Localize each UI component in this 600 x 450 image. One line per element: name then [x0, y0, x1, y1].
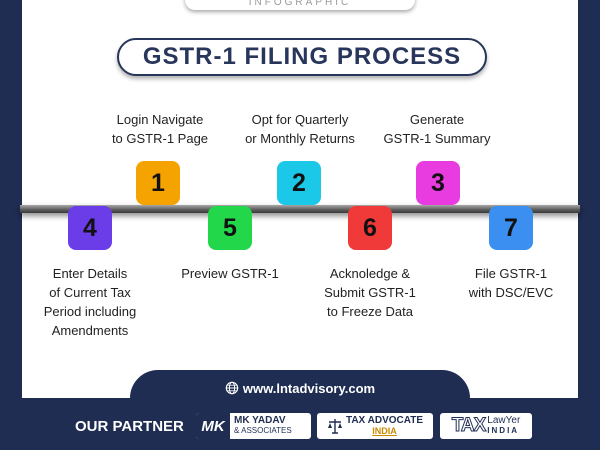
step-5-number: 5 — [223, 213, 237, 242]
website-text: www.lntadvisory.com — [242, 380, 376, 396]
step-3-label: Generate GSTR-1 Summary — [372, 110, 502, 148]
tax-lawyer-mark: TAX — [451, 415, 487, 437]
step-2-line-1: Opt for Quarterly — [251, 112, 349, 127]
step-6-line-1: Acknoledge & — [329, 266, 411, 281]
step-1-label: Login Navigate to GSTR-1 Page — [95, 110, 225, 148]
step-1-line-2: to GSTR-1 Page — [111, 131, 209, 146]
step-2-label: Opt for Quarterly or Monthly Returns — [232, 110, 368, 148]
mk-logo-mark: MK — [196, 413, 230, 439]
step-7-label: File GSTR-1 with DSC/EVC — [446, 264, 576, 302]
step-7-line-1: File GSTR-1 — [474, 266, 548, 281]
step-3-badge: 3 — [416, 161, 460, 205]
top-tab: INFOGRAPHIC — [185, 0, 415, 10]
tax-lawyer-line-1: LawYer — [487, 415, 521, 426]
step-5-label: Preview GSTR-1 — [165, 264, 295, 283]
tax-advocate-text: TAX ADVOCATE INDIA — [345, 415, 424, 437]
step-2-badge: 2 — [277, 161, 321, 205]
page-title: GSTR-1 FILING PROCESS — [117, 38, 487, 76]
tax-lawyer-text: LawYer INDIA — [485, 416, 520, 436]
tax-advocate-line-2: INDIA — [372, 426, 397, 436]
page-title-text: GSTR-1 FILING PROCESS — [142, 43, 462, 70]
step-2-line-2: or Monthly Returns — [245, 131, 355, 146]
mk-logo-line-2: & ASSOCIATES — [234, 426, 292, 435]
step-6-badge: 6 — [348, 206, 392, 250]
partner-logo-tax-lawyer[interactable]: TAX LawYer INDIA — [440, 413, 532, 439]
step-6-line-2: Submit GSTR-1 — [324, 285, 416, 300]
tax-lawyer-line-2: INDIA — [487, 426, 520, 435]
step-1-badge: 1 — [136, 161, 180, 205]
timeline-bar — [20, 205, 580, 213]
partner-logo-mk-yadav[interactable]: MK MK YADAV & ASSOCIATES — [196, 413, 311, 439]
partner-logo-tax-advocate[interactable]: TAX ADVOCATE INDIA — [317, 413, 433, 439]
top-tab-text: INFOGRAPHIC — [248, 0, 352, 8]
step-4-line-1: Enter Details — [52, 266, 128, 281]
step-7-badge: 7 — [489, 206, 533, 250]
globe-icon — [225, 381, 239, 395]
step-6-line-3: to Freeze Data — [327, 304, 413, 319]
step-1-number: 1 — [151, 168, 165, 197]
step-6-label: Acknoledge & Submit GSTR-1 to Freeze Dat… — [305, 264, 435, 321]
partner-label: OUR PARTNER — [75, 418, 184, 435]
step-4-label: Enter Details of Current Tax Period incl… — [25, 264, 155, 340]
step-3-line-2: GSTR-1 Summary — [383, 131, 491, 146]
step-4-line-2: of Current Tax — [49, 285, 131, 300]
tax-advocate-line-1: TAX ADVOCATE — [345, 415, 424, 426]
step-7-line-2: with DSC/EVC — [468, 285, 554, 300]
step-1-line-1: Login Navigate — [116, 112, 204, 127]
step-4-badge: 4 — [68, 206, 112, 250]
step-5-badge: 5 — [208, 206, 252, 250]
step-4-number: 4 — [83, 213, 97, 242]
step-7-number: 7 — [504, 213, 518, 242]
scales-icon — [327, 419, 342, 434]
step-5-line-1: Preview GSTR-1 — [181, 266, 279, 281]
mk-logo-text: MK YADAV & ASSOCIATES — [230, 416, 292, 436]
website-link[interactable]: www.lntadvisory.com — [130, 378, 470, 398]
step-4-line-4: Amendments — [51, 323, 129, 338]
step-4-line-3: Period including — [43, 304, 137, 319]
step-3-number: 3 — [431, 168, 445, 197]
mk-logo-line-1: MK YADAV — [234, 415, 286, 426]
step-6-number: 6 — [363, 213, 377, 242]
step-3-line-1: Generate — [409, 112, 465, 127]
step-2-number: 2 — [292, 168, 306, 197]
